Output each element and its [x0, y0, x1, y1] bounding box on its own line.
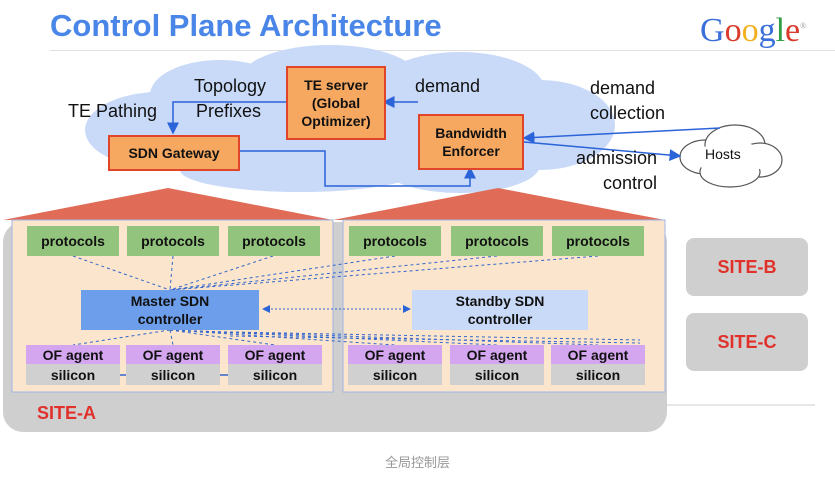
of-agent-unit: OF agent silicon: [126, 345, 220, 385]
slide-title: Control Plane Architecture: [50, 8, 442, 43]
logo-letter: g: [758, 12, 776, 49]
protocols-box: protocols: [228, 226, 320, 256]
of-agent-unit: OF agent silicon: [26, 345, 120, 385]
logo-letter: e: [785, 12, 801, 49]
of-agent-unit: OF agent silicon: [228, 345, 322, 385]
site-a-label: SITE-A: [37, 403, 97, 423]
cloud-arrows: [167, 96, 721, 187]
silicon-label: silicon: [450, 364, 544, 385]
site-c-box: SITE-C: [686, 313, 808, 371]
roof-left: [3, 188, 333, 220]
logo-letter: o: [724, 12, 742, 49]
demand-label: demand: [415, 76, 481, 96]
protocol-links: [72, 255, 599, 291]
of-agent-unit: OF agent silicon: [551, 345, 645, 385]
silicon-label: silicon: [26, 364, 120, 385]
agent-links: [72, 329, 641, 346]
of-agent-label: OF agent: [450, 345, 544, 364]
protocols-box: protocols: [552, 226, 644, 256]
demand-collection-label: demand collection: [590, 78, 666, 123]
of-agent-unit: OF agent silicon: [450, 345, 544, 385]
te-pathing-label: TE Pathing: [68, 101, 158, 121]
of-agent-label: OF agent: [348, 345, 442, 364]
caption: 全局控制层: [384, 455, 450, 470]
hosts-label: Hosts: [705, 146, 741, 162]
bandwidth-enforcer-box: Bandwidth Enforcer: [418, 114, 524, 170]
protocols-box: protocols: [27, 226, 119, 256]
protocols-box: protocols: [127, 226, 219, 256]
master-sdn-controller: Master SDN controller: [81, 290, 259, 330]
of-agent-unit: OF agent silicon: [348, 345, 442, 385]
topology-label: Topology: [194, 76, 267, 96]
protocols-box: protocols: [349, 226, 441, 256]
silicon-label: silicon: [228, 364, 322, 385]
sdn-gateway-box: SDN Gateway: [108, 135, 240, 171]
protocols-box: protocols: [451, 226, 543, 256]
of-agent-label: OF agent: [228, 345, 322, 364]
silicon-label: silicon: [348, 364, 442, 385]
of-agent-label: OF agent: [126, 345, 220, 364]
site-b-box: SITE-B: [686, 238, 808, 296]
logo-letter: G: [700, 12, 725, 49]
prefixes-label: Prefixes: [196, 101, 262, 121]
title-divider: [50, 50, 835, 51]
of-agent-label: OF agent: [26, 345, 120, 364]
silicon-label: silicon: [551, 364, 645, 385]
admission-control-label: admission control: [576, 148, 658, 193]
te-server-box: TE server (Global Optimizer): [286, 66, 386, 140]
logo-letter: o: [741, 12, 759, 49]
silicon-label: silicon: [126, 364, 220, 385]
of-agent-label: OF agent: [551, 345, 645, 364]
roof-right: [333, 188, 665, 220]
logo-letter: l: [775, 12, 786, 49]
google-logo: Google®: [700, 12, 807, 49]
standby-sdn-controller: Standby SDN controller: [412, 290, 588, 330]
